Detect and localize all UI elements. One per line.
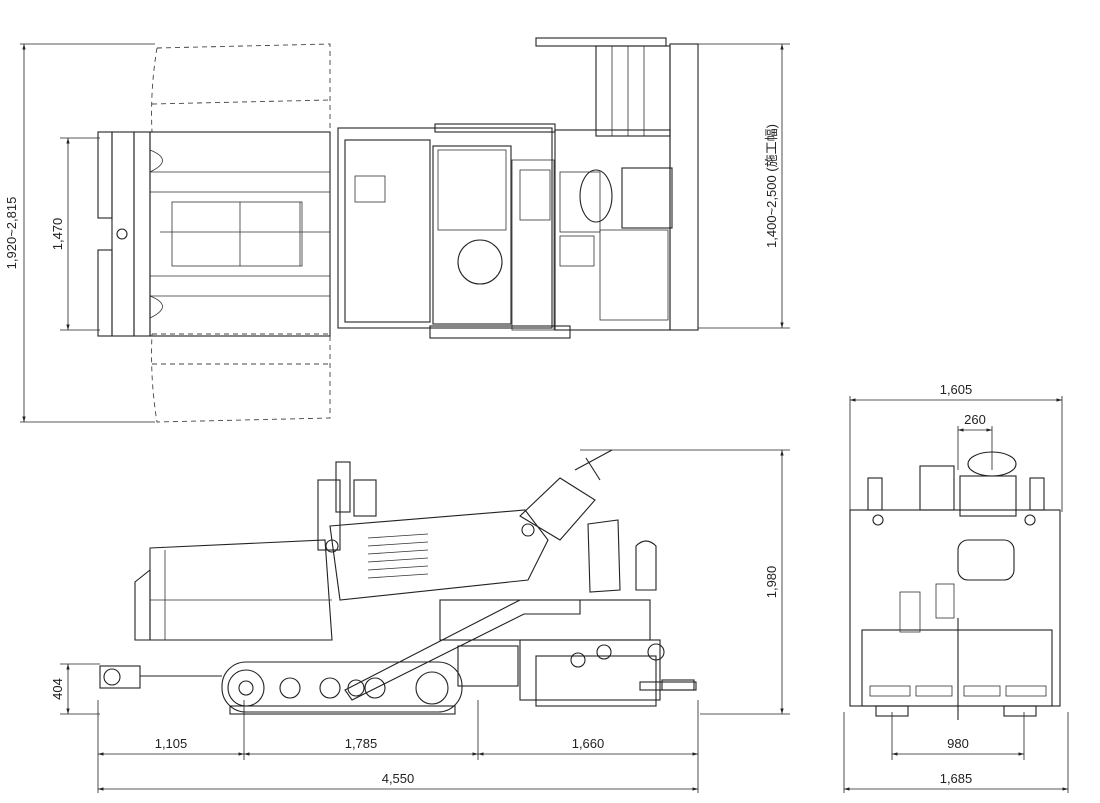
dim-side-hopper-height: 404: [50, 678, 65, 700]
dim-rear-steering-offset: 260: [964, 412, 986, 427]
dimension-lines: 1,920~2,815 1,470 1,400~2,500 (施工幅) 1,98…: [4, 43, 1069, 793]
rear-view: [849, 451, 1061, 720]
top-view: [97, 37, 699, 423]
dim-rear-top-width: 1,605: [940, 382, 973, 397]
dim-side-height: 1,980: [764, 566, 779, 599]
dim-side-front-length: 1,105: [155, 736, 188, 751]
dim-side-track-length: 1,785: [345, 736, 378, 751]
hood-louvers: [367, 533, 429, 579]
dim-rear-track-gauge: 980: [947, 736, 969, 751]
dim-rear-overall-width: 1,685: [940, 771, 973, 786]
dim-top-overall-width: 1,920~2,815: [4, 197, 19, 270]
side-view: [99, 449, 697, 715]
dim-top-paving-width: 1,400~2,500 (施工幅): [764, 124, 779, 248]
dim-side-rear-length: 1,660: [572, 736, 605, 751]
dim-top-hopper-width: 1,470: [50, 218, 65, 251]
dim-side-overall-length: 4,550: [382, 771, 415, 786]
